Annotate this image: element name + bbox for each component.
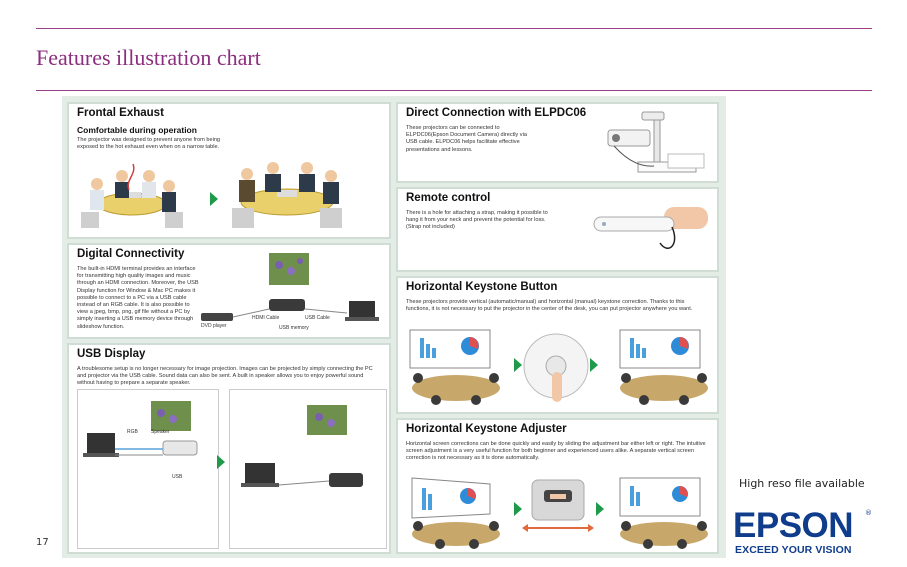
panel-text: These projectors provide vertical (autom… <box>406 299 693 313</box>
panel-usb-display: USB Display A troublesome setup is no lo… <box>67 343 391 554</box>
panel-heading: Digital Connectivity <box>77 248 185 260</box>
label-rgb: RGB <box>127 429 138 435</box>
keystone-adjuster-illustration <box>411 477 708 549</box>
panel-keystone-adjuster: Horizontal Keystone Adjuster Horizontal … <box>396 418 719 554</box>
panel-heading: Horizontal Keystone Button <box>406 281 558 293</box>
panel-heading: USB Display <box>77 348 146 360</box>
panel-digital-connectivity: Digital Connectivity The built-in HDMI t… <box>67 243 391 339</box>
logo-wordmark: EPSON <box>733 506 854 545</box>
high-res-note: High reso file available <box>739 477 865 490</box>
panel-subheading: Comfortable during operation <box>77 125 197 135</box>
title-rule <box>36 90 872 91</box>
page-number: 17 <box>36 537 49 548</box>
label-hdmi-cable: HDMI Cable <box>252 315 280 321</box>
panel-text: There is a hole for attaching a strap, m… <box>406 210 548 231</box>
meeting-illustration <box>81 162 342 228</box>
panel-text: These projectors can be connected to ELP… <box>406 125 527 153</box>
remote-control-illustration <box>593 207 708 249</box>
panel-text: The projector was designed to prevent an… <box>77 137 221 151</box>
panel-text: Horizontal screen corrections can be don… <box>406 441 706 462</box>
usb-before-box <box>77 389 219 549</box>
logo-tagline: EXCEED YOUR VISION <box>735 544 852 556</box>
panel-direct-connection: Direct Connection with ELPDC06 These pro… <box>396 102 719 183</box>
label-usb-memory: USB memory <box>279 325 309 331</box>
usb-display-illustration <box>83 401 363 487</box>
label-speaker: Speaker <box>151 429 170 435</box>
keystone-button-illustration <box>409 329 708 405</box>
panel-text: The built-in HDMI terminal provides an i… <box>77 266 199 330</box>
document-camera-illustration <box>607 111 705 173</box>
panel-frontal-exhaust: Frontal Exhaust Comfortable during opera… <box>67 102 391 239</box>
registered-mark: ® <box>865 509 872 517</box>
feature-poster: Frontal Exhaust Comfortable during opera… <box>62 96 726 558</box>
panel-heading: Direct Connection with ELPDC06 <box>406 107 587 119</box>
panel-remote-control: Remote control There is a hole for attac… <box>396 187 719 272</box>
epson-logo: EPSON ® EXCEED YOUR VISION <box>733 507 873 559</box>
label-usb: USB <box>172 474 183 480</box>
connectivity-illustration <box>201 253 379 321</box>
panel-keystone-button: Horizontal Keystone Button These project… <box>396 276 719 414</box>
page-title: Features illustration chart <box>36 45 261 70</box>
panel-heading: Horizontal Keystone Adjuster <box>406 423 567 435</box>
top-rule <box>36 28 872 29</box>
label-dvd-player: DVD player <box>201 323 227 329</box>
panel-heading: Frontal Exhaust <box>77 107 164 119</box>
panel-text: A troublesome setup is no longer necessa… <box>77 366 373 387</box>
panel-heading: Remote control <box>406 192 491 204</box>
label-usb-cable: USB Cable <box>305 315 330 321</box>
